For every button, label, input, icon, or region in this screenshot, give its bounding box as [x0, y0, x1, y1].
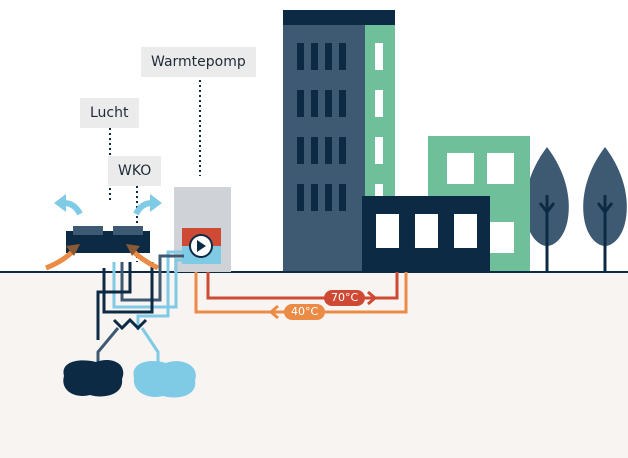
return-temperature-badge: 40°C [284, 304, 326, 320]
dark-building [362, 196, 490, 272]
warm-aquifer [133, 360, 196, 398]
heat-pump-label: Warmtepomp [141, 47, 256, 77]
air-in-arrow-left [45, 250, 74, 271]
cold-aquifer [63, 359, 124, 397]
tree-left [525, 147, 569, 272]
heat-pump-unit [174, 187, 231, 272]
air-label: Lucht [80, 98, 139, 128]
air-out-arrow-left [63, 200, 83, 216]
air-in-arrow-right [132, 250, 160, 271]
air-out-arrow-right [133, 200, 153, 216]
supply-arrow [367, 290, 378, 306]
return-arrow [268, 304, 279, 320]
wko-pipes [96, 250, 184, 382]
supply-pipe [206, 262, 399, 300]
tree-right [583, 147, 627, 272]
wko-label: WKO [108, 156, 162, 186]
supply-temperature-badge: 70°C [324, 290, 366, 306]
